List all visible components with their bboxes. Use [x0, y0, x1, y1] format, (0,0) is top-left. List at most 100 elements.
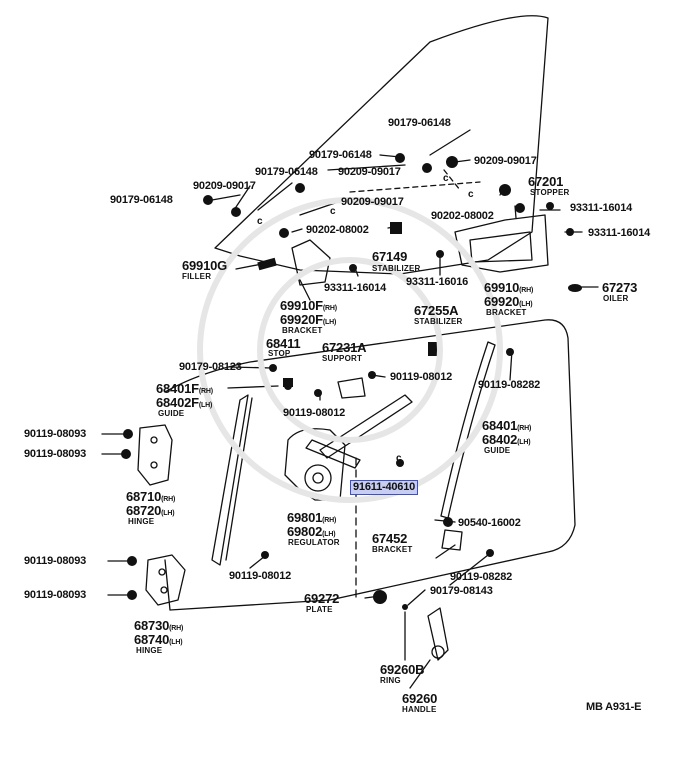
- bolt-icon: [203, 195, 213, 205]
- part-68411: 68411: [266, 336, 301, 351]
- door-panel-outline: [164, 319, 576, 611]
- bolt-icon: [515, 203, 525, 213]
- guide-label-l: GUIDE: [158, 409, 185, 418]
- bolt-icon: [436, 250, 444, 258]
- part-69260b: 69260B: [380, 662, 425, 677]
- part-68402f: 68402F(LH): [156, 395, 213, 410]
- bolt-icon: [261, 551, 269, 559]
- stabilizer-label-1: STABILIZER: [372, 264, 421, 273]
- part-69910f: 69910F(RH): [280, 298, 337, 313]
- stabilizer-icon: [390, 222, 402, 234]
- callout-letter: c: [330, 206, 336, 217]
- bolt-icon: [279, 228, 289, 238]
- part-68401f: 68401F(RH): [156, 381, 213, 396]
- stopper-label: STOPPER: [530, 188, 570, 197]
- guide-label-r: GUIDE: [484, 446, 511, 455]
- part-68710: 68710(RH): [126, 489, 176, 504]
- part-90119-08282-a: 90119-08282: [478, 379, 541, 391]
- lower-hinge: [145, 554, 186, 606]
- window-glass-outline: [214, 15, 549, 275]
- stop-icon: [283, 378, 293, 387]
- callout-letter: c: [396, 453, 402, 464]
- part-67201: 67201: [528, 174, 564, 189]
- part-90179-06148-l: 90179-06148: [110, 194, 173, 206]
- part-90202-08002-r: 90202-08002: [431, 210, 494, 222]
- bolt-icon: [395, 153, 405, 163]
- front-guide-rail: [211, 394, 249, 566]
- upper-hinge: [137, 424, 173, 486]
- bolt-icon: [295, 183, 305, 193]
- stop-label: STOP: [268, 349, 291, 358]
- window-handle: [427, 607, 449, 661]
- part-67273: 67273: [602, 280, 638, 295]
- stabilizer-label-2: STABILIZER: [414, 317, 463, 326]
- part-93311-16016: 93311-16016: [406, 276, 469, 288]
- bolt-icon: [368, 371, 376, 379]
- rear-bracket: [454, 214, 549, 273]
- bolt-icon: [373, 590, 387, 604]
- hinge-label-2: HINGE: [136, 646, 163, 655]
- part-90119-08093-a: 90119-08093: [24, 428, 87, 440]
- bracket-label-r: BRACKET: [486, 308, 527, 317]
- part-69801: 69801(RH): [287, 510, 337, 525]
- part-90179-08123: 90179-08123: [179, 361, 242, 373]
- part-67231a: 67231A: [322, 340, 367, 355]
- part-90179-06148-b: 90179-06148: [255, 166, 318, 178]
- hinge-label-1: HINGE: [128, 517, 155, 526]
- part-69272: 69272: [304, 591, 340, 606]
- part-93311-16014-a: 93311-16014: [570, 202, 633, 214]
- part-90209-09017-l: 90209-09017: [193, 180, 256, 192]
- bolt-icon: [127, 556, 137, 566]
- bracket-label-b: BRACKET: [372, 545, 413, 554]
- part-69802: 69802(LH): [287, 524, 336, 539]
- part-90119-08012-a: 90119-08012: [390, 371, 453, 383]
- part-90202-08002-l: 90202-08002: [306, 224, 369, 236]
- bolt-icon: [231, 207, 241, 217]
- part-69910g: 69910G: [182, 258, 228, 273]
- diagram-code: MB A931-E: [586, 701, 642, 713]
- oiler-label: OILER: [603, 294, 629, 303]
- filler-label: FILLER: [182, 272, 212, 281]
- bolt-icon: [566, 228, 574, 236]
- bolt-icon: [443, 517, 453, 527]
- part-68740: 68740(LH): [134, 632, 183, 647]
- part-90209-09017-m: 90209-09017: [341, 196, 404, 208]
- part-67452: 67452: [372, 531, 408, 546]
- bolt-icon: [446, 156, 458, 168]
- part-90209-09017-c: 90209-09017: [338, 166, 401, 178]
- ring-label: RING: [380, 676, 401, 685]
- part-90179-06148-top: 90179-06148: [388, 117, 451, 129]
- part-69910-rh: 69910(RH): [484, 280, 534, 295]
- bolt-icon: [269, 364, 277, 372]
- part-90209-09017-r1: 90209-09017: [474, 155, 537, 167]
- bolt-icon: [314, 389, 322, 397]
- part-67149: 67149: [372, 249, 408, 264]
- bolt-icon: [546, 202, 554, 210]
- part-68402: 68402(LH): [482, 432, 531, 447]
- bolt-icon: [121, 449, 131, 459]
- callout-letter: c: [443, 173, 449, 184]
- support-label: SUPPORT: [322, 354, 363, 363]
- bolt-icon: [123, 429, 133, 439]
- part-90119-08282-b: 90119-08282: [450, 571, 513, 583]
- bolt-icon: [396, 459, 404, 467]
- part-91611-40610-highlighted: 91611-40610: [349, 480, 419, 495]
- bolt-icon: [127, 590, 137, 600]
- part-90119-08012-b: 90119-08012: [283, 407, 346, 419]
- handle-label: HANDLE: [402, 705, 437, 714]
- plate-label: PLATE: [306, 605, 333, 614]
- bolt-icon: [506, 348, 514, 356]
- part-90119-08012-c: 90119-08012: [229, 570, 292, 582]
- bolt-icon: [402, 604, 408, 610]
- part-90119-08093-c: 90119-08093: [24, 555, 87, 567]
- part-90119-08093-b: 90119-08093: [24, 448, 87, 460]
- part-93311-16014-c: 93311-16014: [324, 282, 387, 294]
- part-68401: 68401(RH): [482, 418, 532, 433]
- watermark-logo: [197, 197, 503, 503]
- part-90119-08093-d: 90119-08093: [24, 589, 87, 601]
- bracket-label-c: BRACKET: [282, 326, 323, 335]
- callout-letter: c: [257, 216, 263, 227]
- bolt-icon: [499, 184, 511, 196]
